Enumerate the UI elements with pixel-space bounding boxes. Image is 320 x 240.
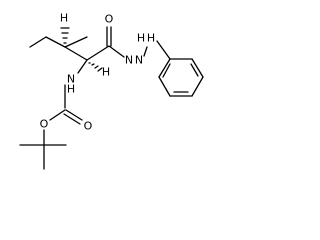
bond-n1-n2 <box>143 46 148 57</box>
bond-carbamate-co-2 <box>63 113 81 125</box>
bond-cbeta-calpha <box>64 46 88 61</box>
atom-h-hydrazide-2: H <box>147 32 155 45</box>
bond-carbonyl-n1 <box>108 45 125 58</box>
atom-n-carbamate: N <box>67 73 75 86</box>
atom-n-hydrazide-1: N <box>125 54 133 67</box>
phenyl-ring <box>158 58 204 97</box>
atom-o-carbamate: O <box>84 120 93 133</box>
chemical-structure: H H O N N H H N H O <box>19 12 204 170</box>
bond-cbeta-methyl <box>64 36 88 48</box>
bond-ch2-cbeta <box>45 36 66 48</box>
atom-h-upper: H <box>60 12 68 25</box>
hashed-wedge-upper <box>60 27 70 44</box>
bond-n2-phenyl <box>156 40 171 60</box>
hashed-wedge-lower <box>88 62 103 72</box>
atom-n-hydrazide-1b: N <box>135 54 143 67</box>
bond-calpha-carbonyl <box>86 45 110 61</box>
atom-n-hydrazide-2: H <box>137 32 145 45</box>
atom-o-ester: O <box>40 118 49 131</box>
structure-canvas: H H O N N H H N H O <box>19 12 204 170</box>
bond-ch3-ch2 <box>29 36 47 48</box>
bond-carbamate-o-ester <box>49 109 66 121</box>
bond-carbamate-co-1 <box>65 109 83 121</box>
atom-h-carbamate: H <box>67 83 75 96</box>
atom-h-lower: H <box>102 66 110 79</box>
atom-o-carbonyl: O <box>105 13 114 26</box>
bond-calpha-ncarbamate <box>77 59 88 74</box>
